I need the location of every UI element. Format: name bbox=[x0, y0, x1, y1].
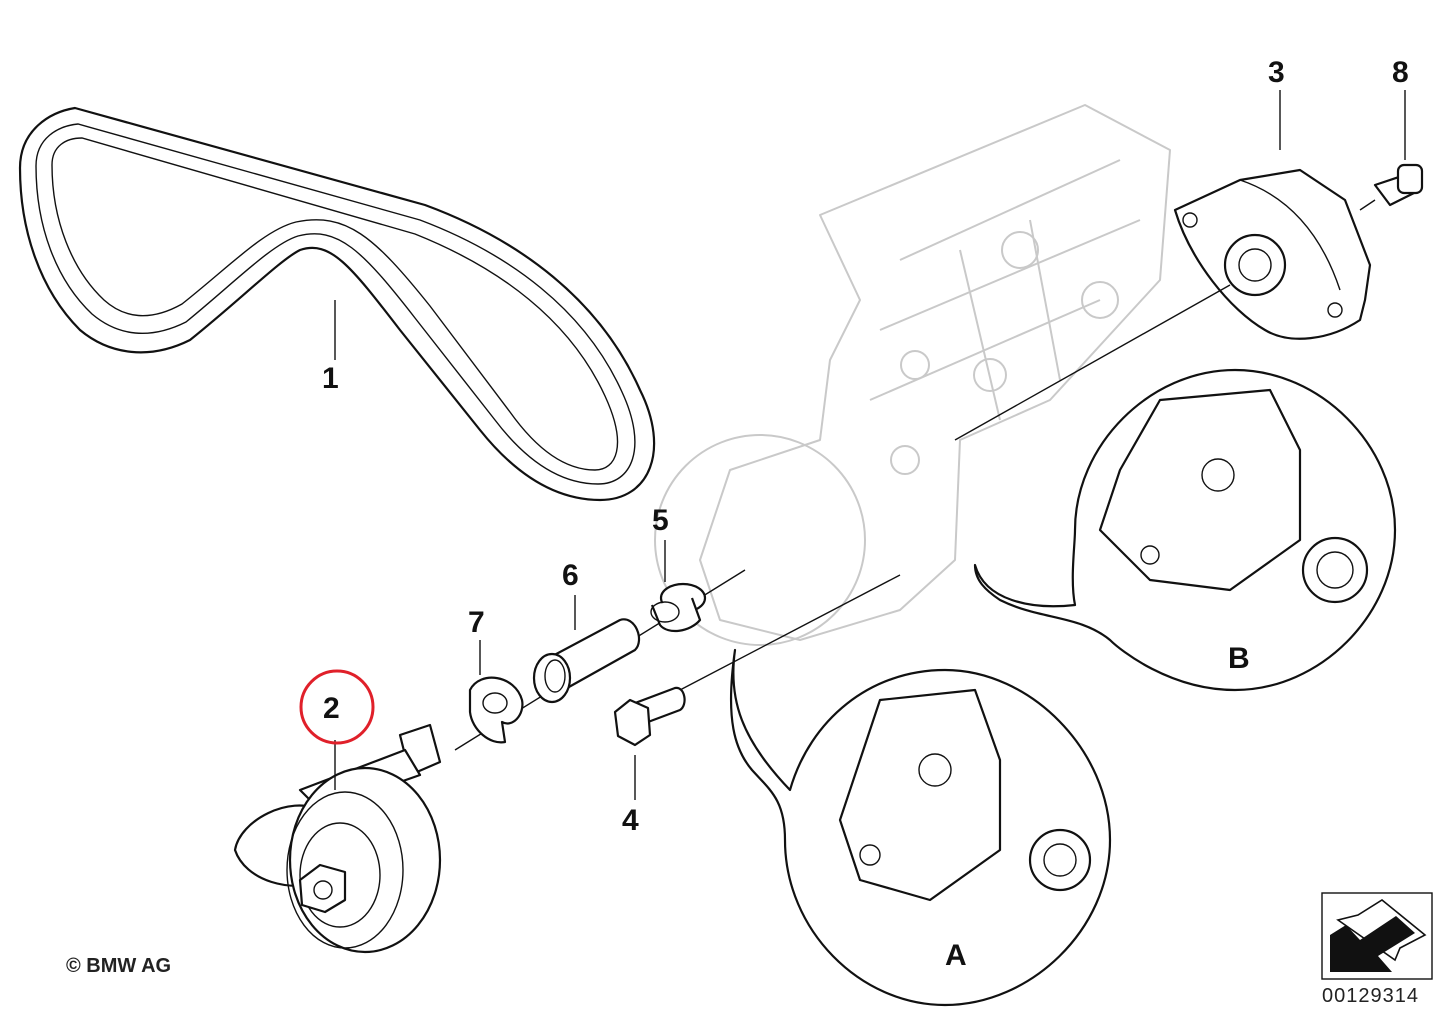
callout-6: 6 bbox=[562, 559, 579, 592]
callout-7: 7 bbox=[468, 606, 485, 639]
callout-2: 2 bbox=[323, 692, 340, 725]
washer-7 bbox=[468, 676, 524, 744]
bolt-4 bbox=[613, 686, 686, 747]
callout-8: 8 bbox=[1392, 56, 1409, 89]
tensioner-axis bbox=[954, 284, 1231, 441]
tensioner-pulley bbox=[233, 723, 442, 954]
callout-4: 4 bbox=[622, 804, 639, 837]
detail-label-b: B bbox=[1228, 642, 1250, 675]
assembly-axis-bolt bbox=[679, 574, 901, 691]
engine-bracket-ghost bbox=[654, 104, 1171, 646]
bushing-5 bbox=[650, 582, 707, 633]
detail-view-b bbox=[973, 368, 1397, 692]
sleeve-6 bbox=[532, 618, 641, 704]
drive-belt bbox=[18, 106, 656, 502]
detail-view-a bbox=[729, 648, 1112, 1007]
copyright-text: © BMW AG bbox=[66, 955, 171, 977]
belt-tensioner bbox=[1173, 168, 1372, 340]
detail-label-a: A bbox=[945, 939, 967, 972]
tensioner-bolt bbox=[1373, 163, 1424, 207]
direction-arrow-icon bbox=[1321, 892, 1433, 980]
bolt-8-axis bbox=[1359, 199, 1376, 211]
callout-5: 5 bbox=[652, 504, 669, 537]
callout-3: 3 bbox=[1268, 56, 1285, 89]
callout-1: 1 bbox=[322, 362, 339, 395]
callout-2-highlight bbox=[299, 669, 375, 745]
figure-number: 00129314 bbox=[1322, 985, 1419, 1007]
